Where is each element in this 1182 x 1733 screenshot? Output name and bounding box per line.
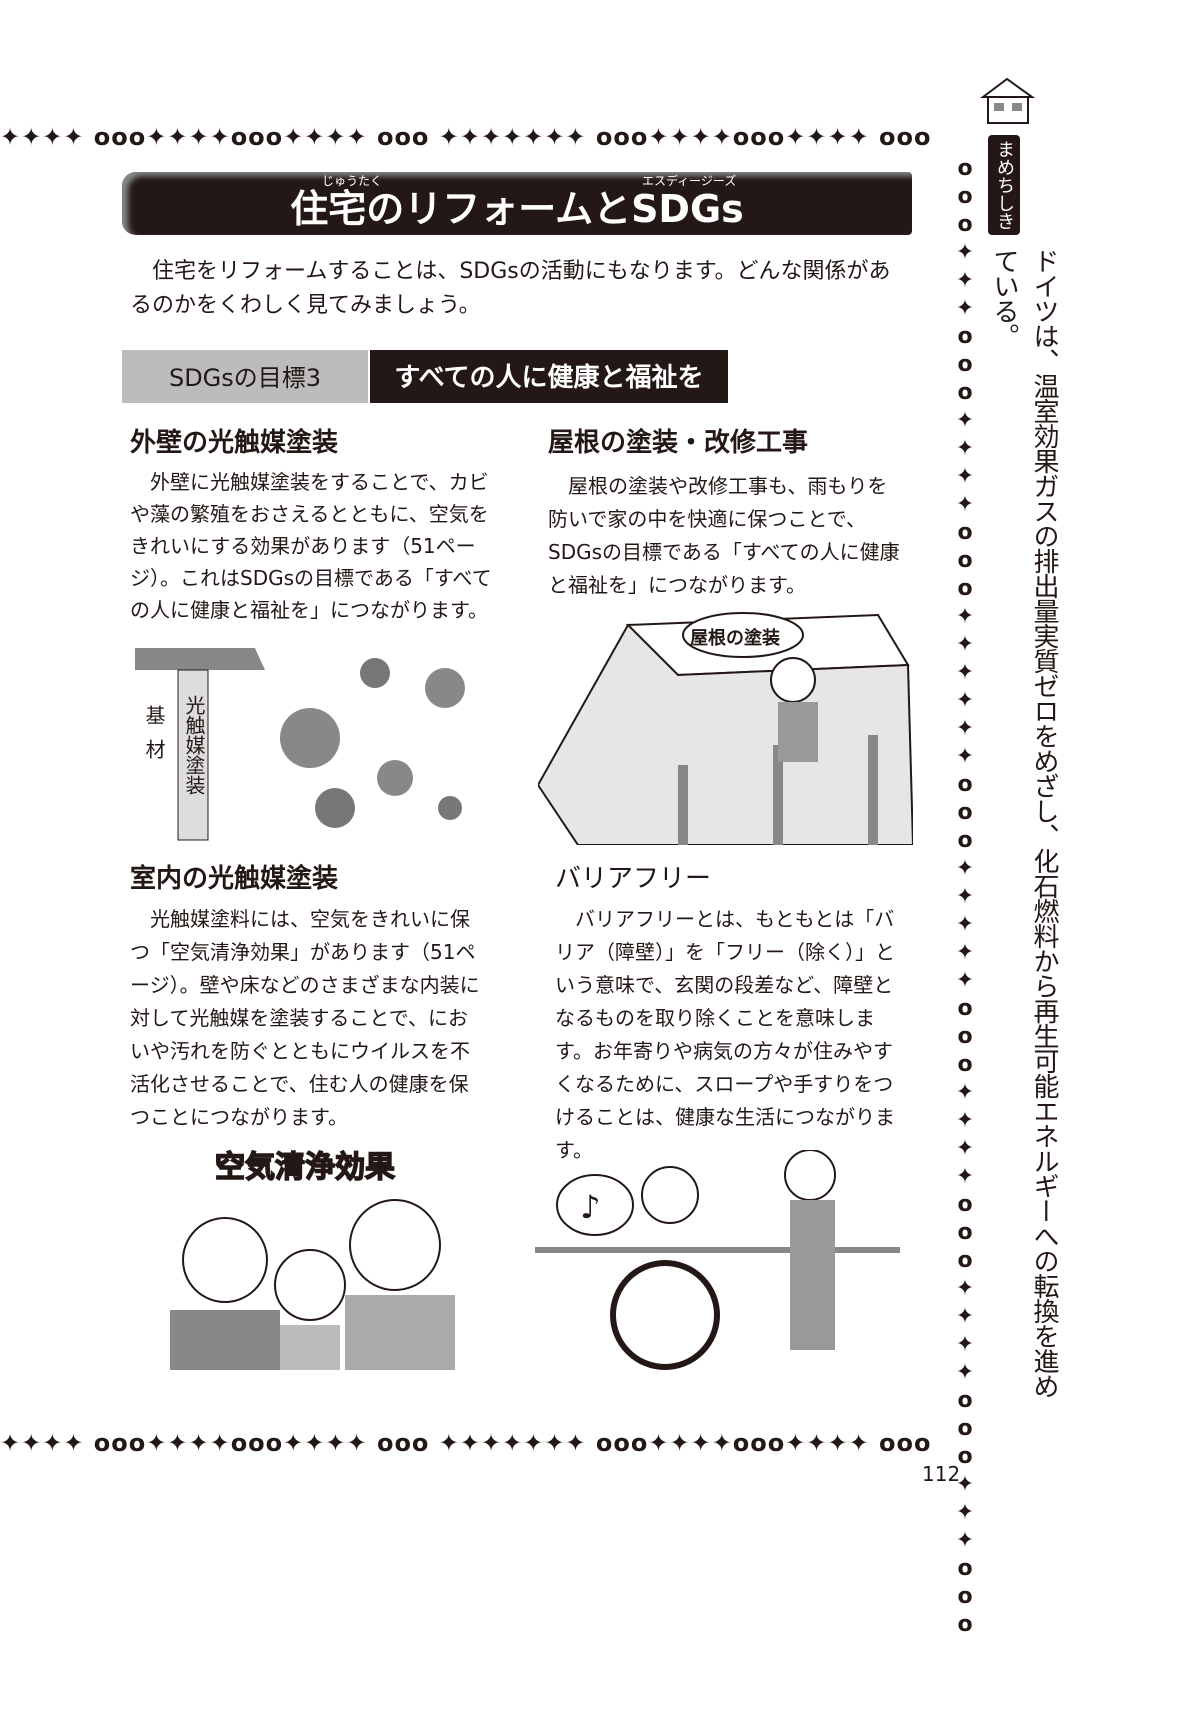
intro-paragraph: 住宅をリフォームすることは、SDGsの活動にもなります。どんな関係があるのかをく… bbox=[130, 259, 891, 318]
section-body: 屋根の塗装や改修工事も、雨もりを防いで家の中を快適に保つことで、SDGsの目標で… bbox=[548, 474, 900, 597]
music-note-icon: ♪ bbox=[580, 1188, 601, 1226]
section-body: 光触媒塗料には、空気をきれいに保つ「空気清浄効果」があります（51ページ）。壁や… bbox=[130, 907, 480, 1129]
photocatalyst-wall-illustration bbox=[135, 648, 465, 841]
title-ruby-sdgs: エスディージーズ bbox=[642, 174, 737, 188]
side-ornament-border: ooo✦✦✦ooo✦✦✦✦ooo✦✦✦✦✦✦ooo✦✦✦✦✦ooo✦✦✦✦ooo… bbox=[955, 156, 975, 1637]
coating-layer bbox=[177, 669, 209, 841]
bottom-ornament-border: ✦✦✦✦ ooo✦✦✦✦ooo✦✦✦✦ ooo ✦✦✦✦✦✦✦ ooo✦✦✦✦o… bbox=[0, 1429, 932, 1457]
title-ruby-jutaku: じゅうたく bbox=[322, 174, 383, 188]
worker-head bbox=[770, 657, 816, 703]
barrier-free-illustration bbox=[535, 1150, 900, 1370]
family-illustration bbox=[170, 1199, 455, 1370]
sdgs-goal-label: SDGsの目標3 bbox=[122, 350, 368, 403]
virus-icon bbox=[377, 760, 413, 796]
section-heading: 室内の光触媒塗装 bbox=[130, 864, 339, 894]
scaffold-pole bbox=[773, 745, 783, 845]
page-number: 112 bbox=[922, 1462, 961, 1486]
dirt-icon bbox=[360, 658, 390, 688]
section-body: バリアフリーとは、もともとは「バリア（障壁）」を「フリー（除く）」という意味で、… bbox=[555, 907, 895, 1162]
wheelchair-wheel bbox=[610, 1260, 720, 1370]
page-title: 住宅のリフォームとSDGs bbox=[122, 172, 912, 235]
worker-body bbox=[778, 702, 818, 762]
speech-bubble bbox=[556, 1174, 634, 1236]
base-label: 基材 bbox=[142, 705, 166, 773]
scaffold-pole bbox=[678, 765, 688, 845]
wheelchair-user-head bbox=[641, 1166, 699, 1224]
roof-bubble-text: 屋根の塗装 bbox=[690, 628, 780, 649]
dirt-icon bbox=[438, 796, 462, 820]
section-body: 外壁に光触媒塗装をすることで、カビや藻の繁殖をおさえるとともに、空気をきれいにす… bbox=[130, 470, 492, 622]
virus-icon bbox=[425, 668, 465, 708]
trivia-label: まめちしき bbox=[988, 135, 1020, 235]
father-face bbox=[349, 1199, 441, 1291]
coating-label: 光触媒塗装 bbox=[182, 695, 206, 795]
trivia-text: ドイツは、温室効果ガスの排出量実質ゼロをめざし、化石燃料から再生可能エネルギーへ… bbox=[989, 248, 1059, 1398]
top-ornament-border: ✦✦✦✦ ooo✦✦✦✦ooo✦✦✦✦ ooo ✦✦✦✦✦✦✦ ooo✦✦✦✦o… bbox=[0, 123, 932, 151]
mother-body bbox=[170, 1310, 280, 1370]
page-title-text: 住宅のリフォームとSDGs bbox=[290, 187, 744, 231]
mother-face bbox=[182, 1217, 268, 1303]
section-heading: 外壁の光触媒塗装 bbox=[130, 428, 339, 458]
virus-icon bbox=[280, 708, 340, 768]
child-body bbox=[280, 1325, 340, 1370]
dirt-icon bbox=[315, 788, 355, 828]
section-heading: バリアフリー bbox=[555, 864, 712, 894]
scaffold-pole bbox=[868, 735, 878, 845]
section-heading: 屋根の塗装・改修工事 bbox=[548, 428, 809, 458]
air-purify-caption: 空気清浄効果 bbox=[214, 1149, 396, 1186]
sdgs-goal-name: すべての人に健康と福祉を bbox=[370, 350, 728, 403]
wall-top bbox=[135, 648, 265, 670]
child-face bbox=[274, 1249, 346, 1321]
speech-bubble bbox=[682, 612, 804, 658]
elderly-body bbox=[790, 1200, 835, 1350]
father-body bbox=[345, 1295, 455, 1370]
roof-surface bbox=[538, 623, 913, 845]
roof-painting-illustration bbox=[538, 612, 913, 845]
house-icon bbox=[980, 77, 1035, 124]
